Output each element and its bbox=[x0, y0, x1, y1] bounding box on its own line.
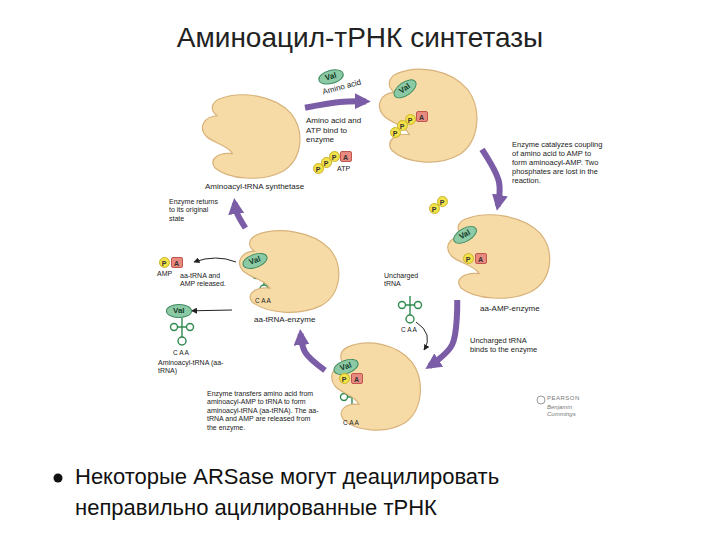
bullet-text: Некоторые ARSase могут деацилировать неп… bbox=[75, 462, 515, 524]
enzyme-outline bbox=[232, 228, 344, 314]
note-text: C A A bbox=[401, 326, 417, 334]
trna-figure bbox=[171, 318, 194, 345]
note-text: Enzyme catalyzes coupling of amino acid … bbox=[512, 140, 604, 185]
release-arrow bbox=[192, 310, 232, 312]
publisher-logo bbox=[537, 396, 545, 404]
release-arrow bbox=[194, 258, 236, 262]
node-label: Amino acid and ATP bind to enzyme bbox=[306, 116, 370, 145]
cycle-arrow bbox=[305, 101, 366, 107]
bullet-dot bbox=[54, 474, 63, 483]
phosphate-badge: P bbox=[339, 373, 350, 384]
enzyme-outline bbox=[325, 340, 425, 432]
amino-acid-oval: ValAmino acid bbox=[317, 67, 345, 87]
enzyme-outline bbox=[202, 95, 299, 178]
enzyme-outline bbox=[448, 215, 550, 298]
enzyme-outline bbox=[332, 343, 421, 430]
note-text: Uncharged tRNA bbox=[384, 272, 428, 289]
note-text: C A A bbox=[255, 297, 271, 305]
binding-arrow bbox=[416, 322, 428, 350]
phosphate-badge: P bbox=[405, 114, 416, 125]
cycle-arrow bbox=[429, 300, 457, 366]
node-label: Enzyme transfers amino acid from aminoac… bbox=[207, 390, 319, 432]
amino-acid-name: Val bbox=[173, 306, 185, 316]
adenosine-badge: A bbox=[351, 373, 363, 384]
note-text: ATP bbox=[337, 165, 350, 173]
enzyme-shape: Aminoacyl-tRNA synthetase bbox=[195, 92, 305, 197]
publisher-mark: PEARSON bbox=[547, 395, 580, 402]
phosphate-badge: P bbox=[437, 196, 448, 207]
node-label: aa-AMP-enzyme bbox=[480, 304, 540, 314]
node-label: Aminoacyl-tRNA synthetase bbox=[205, 182, 304, 192]
node-label: aa-tRNA-enzyme bbox=[254, 315, 315, 325]
cycle-arrow bbox=[482, 149, 500, 206]
enzyme-shape: aa-AMP-enzymeVal bbox=[440, 212, 555, 300]
adenosine-badge: A bbox=[171, 257, 183, 268]
publisher-mark: Benjamin Cummings bbox=[547, 404, 587, 418]
phosphate-badge: P bbox=[463, 253, 474, 264]
phosphate-badge: P bbox=[159, 257, 170, 268]
amino-acid-name: Val bbox=[248, 254, 262, 267]
note-text: C A A bbox=[343, 419, 359, 427]
trna-figure bbox=[399, 296, 422, 323]
enzyme-outline bbox=[240, 231, 339, 312]
amino-acid-oval: Val bbox=[166, 304, 192, 318]
enzyme-outline bbox=[195, 92, 305, 180]
adenosine-badge: A bbox=[340, 151, 352, 162]
phosphate-badge: P bbox=[329, 151, 340, 162]
adenosine-badge: A bbox=[416, 111, 428, 122]
cycle-arrow bbox=[301, 334, 325, 371]
note-text: Aminoacyl-tRNA (aa-tRNA) bbox=[158, 359, 242, 376]
note-text: Uncharged tRNA binds to the enzyme bbox=[470, 336, 542, 354]
enzyme-outline bbox=[440, 212, 555, 300]
slide-title: Аминоацил-тРНК синтетазы bbox=[0, 22, 720, 54]
enzyme-shape: Enzyme transfers amino acid from aminoac… bbox=[325, 340, 425, 432]
amino-acid-name: Val bbox=[324, 71, 338, 83]
enzyme-outline bbox=[379, 69, 476, 162]
note-text: Enzyme returns to its original state bbox=[169, 198, 221, 223]
note-text: C A A bbox=[173, 349, 189, 357]
adenosine-badge: A bbox=[475, 253, 487, 264]
note-text: aa-tRNA and AMP released. bbox=[180, 272, 232, 289]
cycle-arrow bbox=[235, 203, 246, 228]
enzyme-shape: aa-tRNA-enzyme Val bbox=[232, 228, 344, 328]
note-text: AMP bbox=[157, 270, 172, 278]
amino-acid-name: Val bbox=[339, 360, 353, 373]
